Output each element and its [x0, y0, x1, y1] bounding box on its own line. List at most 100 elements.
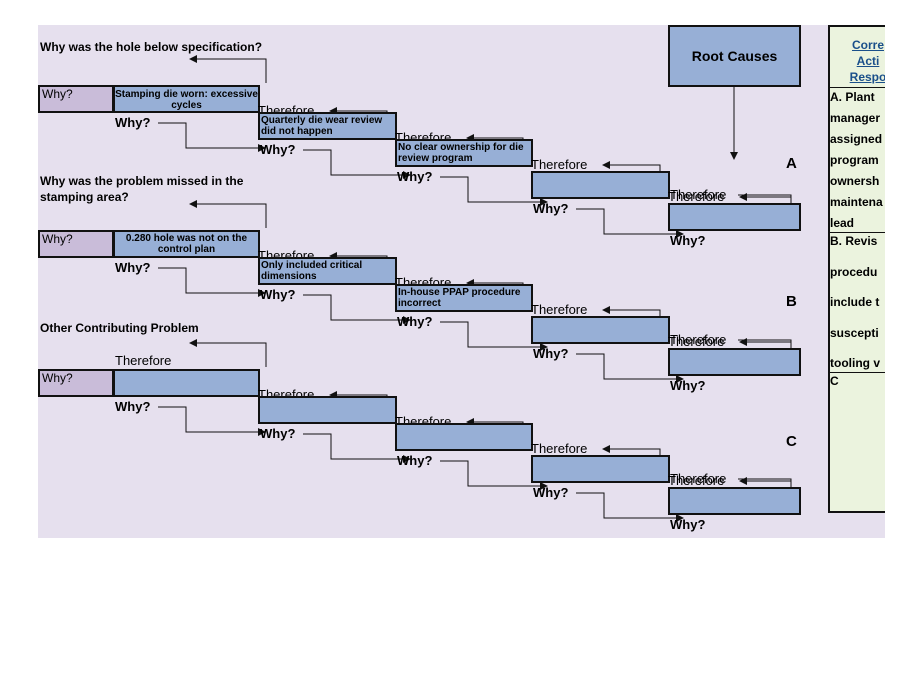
- connector-arrow: [329, 252, 388, 260]
- actions-header-line-1: Corre: [851, 38, 884, 52]
- connector-arrow: [303, 294, 411, 324]
- five-why-diagram: Root Causes Corre Acti Respo A. Plant ma…: [38, 25, 885, 538]
- why-label: Why?: [115, 399, 151, 414]
- row-question: Other Contributing Problem: [40, 321, 199, 335]
- action-line: B. Revis: [830, 234, 878, 248]
- row-letter: C: [786, 433, 797, 450]
- cause-box-1: 0.280 hole was not on the control plan: [113, 230, 260, 258]
- cause-box-1: [113, 369, 260, 397]
- why-start-label: Why?: [42, 87, 73, 101]
- root-causes-box: Root Causes: [668, 25, 801, 87]
- why-start-box: Why?: [38, 85, 114, 113]
- cause-box-3: [395, 423, 533, 451]
- connector-arrow: [466, 134, 524, 142]
- connector-arrow: [440, 321, 548, 351]
- actions-header-line-3: Respo: [849, 70, 885, 84]
- connector-arrow: [440, 176, 548, 206]
- therefore-label: Therefore: [115, 353, 172, 368]
- connector-arrow: [303, 433, 411, 463]
- why-label: Why?: [260, 287, 296, 302]
- why-label: Why?: [533, 346, 569, 361]
- cause-box-5: [668, 487, 801, 515]
- corrective-actions-panel: Corre Acti Respo A. Plant manager assign…: [828, 25, 885, 513]
- row-question: Why was the hole below specification?: [40, 40, 263, 54]
- connector-arrow: [738, 339, 792, 348]
- therefore-label: Therefore: [670, 332, 727, 347]
- cause-box-5: [668, 203, 801, 231]
- therefore-label: Therefore: [668, 189, 725, 204]
- why-label: Why?: [670, 517, 706, 532]
- action-line: program: [830, 153, 879, 167]
- cause-box-3: In-house PPAP procedure incorrect: [395, 284, 533, 312]
- connector-arrow: [602, 161, 661, 171]
- why-label: Why?: [115, 260, 151, 275]
- why-label: Why?: [260, 142, 296, 157]
- connector-arrow: [303, 149, 411, 179]
- action-line: lead: [830, 216, 855, 230]
- action-line: assigned: [830, 132, 883, 146]
- cause-box-1: Stamping die worn: excessive cycles: [113, 85, 260, 113]
- why-label: Why?: [260, 426, 296, 441]
- actions-header-line-2: Acti: [856, 54, 880, 68]
- why-label: Why?: [670, 233, 706, 248]
- action-line: include t: [830, 295, 880, 309]
- why-start-box: Why?: [38, 369, 114, 397]
- action-line: C: [830, 374, 839, 388]
- why-start-box: Why?: [38, 230, 114, 258]
- actions-divider: [830, 232, 885, 233]
- therefore-label: Therefore: [670, 471, 727, 486]
- therefore-label: Therefore: [531, 157, 588, 172]
- action-line: tooling v: [830, 356, 880, 370]
- why-label: Why?: [533, 201, 569, 216]
- root-causes-label: Root Causes: [691, 48, 778, 64]
- connector-arrow: [602, 445, 661, 455]
- connector-arrow: [189, 200, 267, 228]
- cause-box-4: [531, 171, 670, 199]
- connector-arrow: [189, 339, 267, 367]
- connector-arrow: [576, 208, 684, 238]
- row-letter: B: [786, 293, 797, 310]
- why-label: Why?: [533, 485, 569, 500]
- action-line: maintena: [830, 195, 883, 209]
- connector-arrow: [738, 194, 792, 203]
- connector-arrow: [466, 418, 524, 426]
- connector-arrow: [329, 391, 388, 399]
- connector-arrow: [738, 478, 792, 487]
- therefore-label: Therefore: [531, 302, 588, 317]
- therefore-label: Therefore: [668, 473, 725, 488]
- why-label: Why?: [397, 169, 433, 184]
- connector-arrow: [329, 107, 388, 115]
- why-label: Why?: [397, 453, 433, 468]
- action-line: A. Plant: [830, 90, 875, 104]
- why-label: Why?: [397, 314, 433, 329]
- cause-box-4: [531, 316, 670, 344]
- action-line: manager: [830, 111, 881, 125]
- connector-arrow: [602, 306, 661, 316]
- cause-box-5: [668, 348, 801, 376]
- connector-arrow: [158, 267, 266, 297]
- why-label: Why?: [670, 378, 706, 393]
- row-letter: A: [786, 155, 797, 172]
- corrective-actions-header: Corre Acti Respo: [830, 37, 885, 85]
- cause-box-2: [258, 396, 397, 424]
- action-line: ownersh: [830, 174, 880, 188]
- cause-box-3: No clear ownership for die review progra…: [395, 139, 533, 167]
- therefore-label: Therefore: [531, 441, 588, 456]
- cause-box-2: Only included critical dimensions: [258, 257, 397, 285]
- cause-box-2: Quarterly die wear review did not happen: [258, 112, 397, 140]
- therefore-label: Therefore: [668, 334, 725, 349]
- actions-divider: [830, 87, 885, 88]
- action-line: suscepti: [830, 326, 879, 340]
- why-start-label: Why?: [42, 371, 73, 385]
- why-start-label: Why?: [42, 232, 73, 246]
- therefore-label: Therefore: [670, 187, 727, 202]
- connector-arrow: [158, 122, 266, 152]
- actions-divider: [830, 372, 885, 373]
- why-label: Why?: [115, 115, 151, 130]
- connector-arrow: [576, 353, 684, 383]
- connector-arrow: [189, 55, 267, 83]
- row-question: Why was the problem missed in the stampi…: [40, 174, 244, 204]
- cause-box-4: [531, 455, 670, 483]
- connector-arrow: [440, 460, 548, 490]
- action-line: procedu: [830, 265, 878, 279]
